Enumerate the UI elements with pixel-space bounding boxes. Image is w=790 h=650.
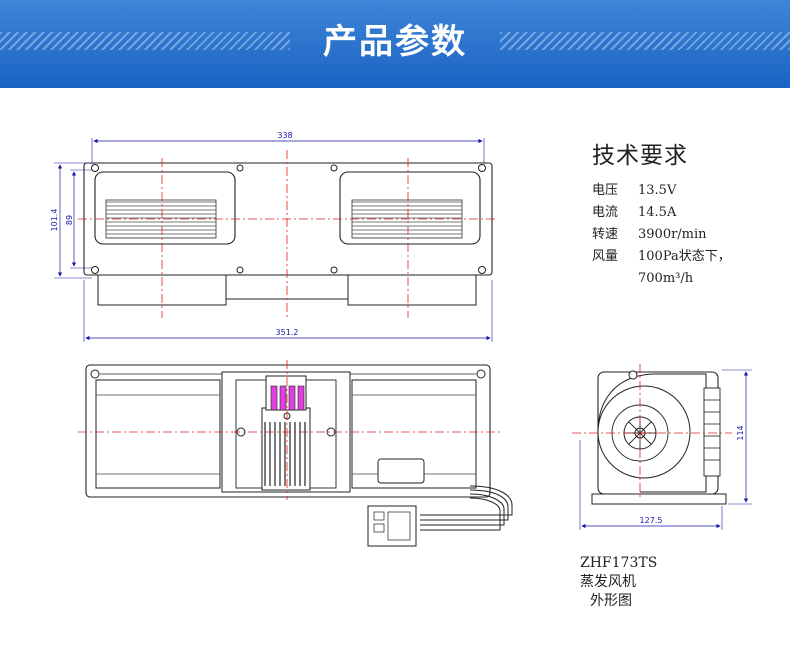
banner-stripe-right bbox=[500, 32, 790, 50]
spec-row-current: 电流 14.5A bbox=[592, 202, 782, 224]
spec-value: 13.5V bbox=[638, 183, 677, 198]
top-view: 338 101.4 bbox=[50, 131, 498, 342]
caption-name: 蒸发风机 bbox=[580, 574, 636, 590]
dimension-left-heights: 101.4 89 bbox=[50, 162, 92, 279]
spec-label: 电流 bbox=[592, 205, 619, 220]
spec-row-voltage: 电压 13.5V bbox=[592, 180, 782, 202]
caption-view: 外形图 bbox=[590, 593, 632, 609]
spec-heading: 技术要求 bbox=[592, 143, 688, 169]
drawing-caption: ZHF173TS 蒸发风机 外形图 bbox=[580, 554, 657, 611]
header-banner: 产品参数 bbox=[0, 0, 790, 88]
spec-row-airflow: 风量 100Pa状态下， 700m³/h bbox=[592, 246, 782, 290]
spec-row-speed: 转速 3900r/min bbox=[592, 224, 782, 246]
banner-title: 产品参数 bbox=[323, 22, 467, 62]
dimension-top-width: 338 bbox=[91, 131, 485, 165]
spec-value: 3900r/min bbox=[638, 227, 707, 242]
spec-value-line1: 100Pa状态下， bbox=[638, 249, 731, 264]
spec-value-line2: 700m³/h bbox=[638, 271, 694, 286]
spec-value: 100Pa状态下， 700m³/h bbox=[638, 246, 782, 290]
front-view bbox=[78, 360, 513, 547]
dim-text-101-4: 101.4 bbox=[50, 209, 59, 232]
dimension-bottom-width: 351.2 bbox=[83, 280, 493, 342]
dim-text-114: 114 bbox=[736, 425, 745, 440]
spec-label: 转速 bbox=[592, 227, 619, 242]
connector-pins bbox=[265, 375, 307, 411]
spec-label: 电压 bbox=[592, 183, 619, 198]
dimension-side-width: 127.5 bbox=[579, 440, 723, 530]
caption-model: ZHF173TS bbox=[580, 555, 658, 571]
spec-panel: 技术要求 电压 13.5V 电流 14.5A 转速 3900r/min 风量 1… bbox=[592, 136, 782, 290]
banner-stripe-left bbox=[0, 32, 290, 50]
spec-label: 风量 bbox=[592, 249, 619, 264]
side-view: 114 127.5 bbox=[572, 364, 752, 530]
dim-text-351-2: 351.2 bbox=[276, 328, 299, 337]
dim-text-89: 89 bbox=[65, 215, 74, 225]
dimension-side-height: 114 bbox=[722, 369, 752, 505]
dim-text-338: 338 bbox=[277, 131, 292, 140]
dim-text-127-5: 127.5 bbox=[640, 516, 663, 525]
spec-value: 14.5A bbox=[638, 205, 677, 220]
